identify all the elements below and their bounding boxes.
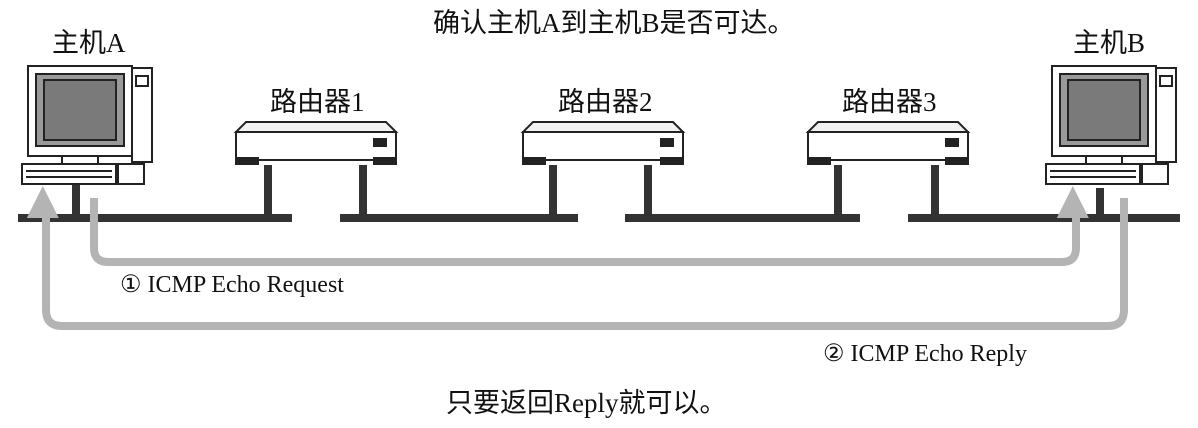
router-icon: [233, 121, 399, 165]
router-2-label: 路由器2: [558, 87, 653, 117]
bottom-caption: 只要返回Reply就可以。: [446, 388, 727, 418]
router-1-label: 路由器1: [270, 87, 365, 117]
router-icon: [805, 121, 971, 165]
host-a-label: 主机A: [52, 28, 126, 58]
top-caption: 确认主机A到主机B是否可达。: [433, 8, 795, 38]
desktop-computer-icon: [1045, 65, 1177, 185]
router-3-label: 路由器3: [842, 87, 937, 117]
router-icon: [520, 121, 686, 165]
network-links: [18, 165, 1180, 222]
echo-request-arrow: [90, 186, 1089, 266]
echo-reply-label: ② ICMP Echo Reply: [823, 341, 1027, 367]
host-b-label: 主机B: [1073, 28, 1146, 58]
desktop-computer-icon: [21, 65, 153, 185]
echo-request-label: ① ICMP Echo Request: [120, 272, 344, 298]
echo-reply-arrow: [26, 186, 1128, 330]
